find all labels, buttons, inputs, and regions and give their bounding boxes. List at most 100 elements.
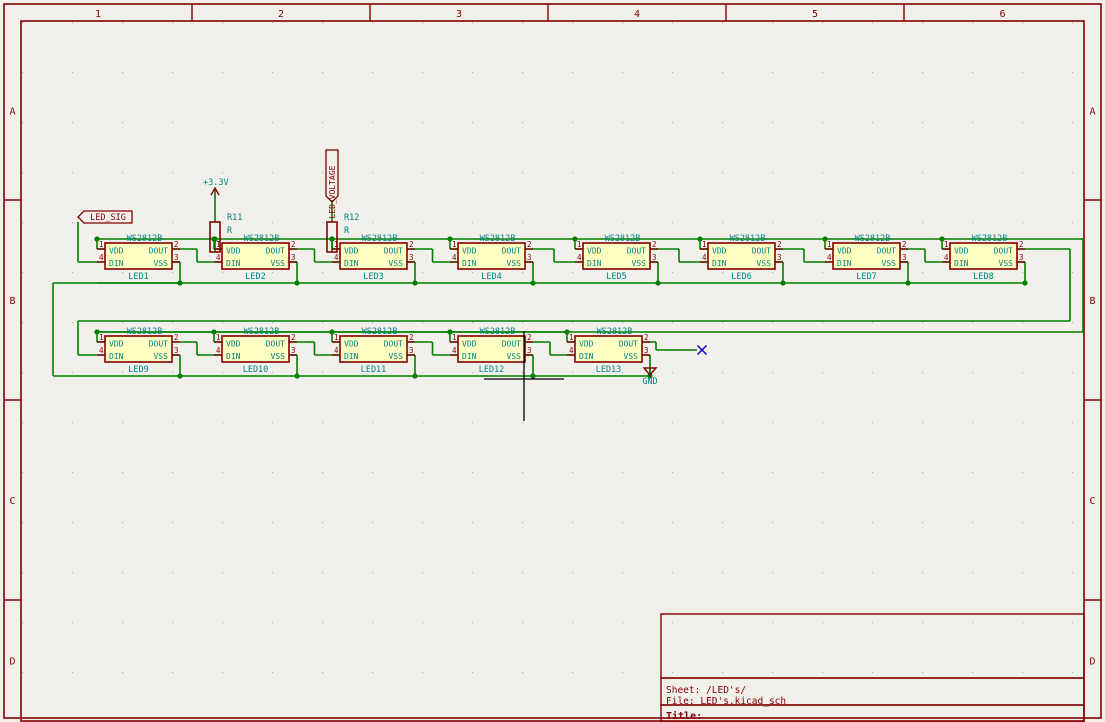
pin-number-2: 2 <box>777 240 782 249</box>
pin-number-2: 2 <box>291 240 296 249</box>
pin-number-1: 1 <box>577 240 582 249</box>
component-part-name: WS2812B <box>597 327 633 337</box>
power-symbol-gnd[interactable]: GND <box>642 367 658 387</box>
pin-name-vss: VSS <box>999 259 1014 268</box>
pin-number-4: 4 <box>569 346 574 355</box>
pin-number-3: 3 <box>409 253 414 262</box>
component-body[interactable] <box>949 242 1018 270</box>
component-part-name: WS2812B <box>127 234 163 244</box>
component-body[interactable] <box>339 242 408 270</box>
label-text-led-sig: LED_SIG <box>90 213 126 223</box>
component-body[interactable] <box>582 242 651 270</box>
component-body[interactable] <box>104 335 173 363</box>
pin-number-1: 1 <box>944 240 949 249</box>
pin-number-4: 4 <box>452 346 457 355</box>
frame-row-label: A <box>9 107 15 118</box>
component-reference: LED8 <box>973 272 993 282</box>
pin-name-dout: DOUT <box>502 247 521 256</box>
pin-name-dout: DOUT <box>149 247 168 256</box>
pin-name-vss: VSS <box>389 259 404 268</box>
component-part-name: WS2812B <box>127 327 163 337</box>
label-outline <box>325 149 339 203</box>
component-reference: LED12 <box>479 365 505 375</box>
pin-name-vdd: VDD <box>344 247 359 256</box>
resistor-reference: R11 <box>227 213 242 223</box>
pin-number-1: 1 <box>452 240 457 249</box>
power-label-gnd: GND <box>642 377 657 387</box>
component-reference: LED11 <box>361 365 387 375</box>
pin-name-din: DIN <box>226 259 241 268</box>
component-part-name: WS2812B <box>480 327 516 337</box>
pin-number-3: 3 <box>527 253 532 262</box>
pin-name-vdd: VDD <box>712 247 727 256</box>
pin-name-vss: VSS <box>757 259 772 268</box>
component-part-name: WS2812B <box>244 234 280 244</box>
component-body[interactable] <box>574 335 643 363</box>
title-title-field: Title: <box>666 710 702 722</box>
component-body[interactable] <box>707 242 776 270</box>
global-label-led-sig[interactable]: LED_SIG <box>77 210 133 224</box>
component-part-name: WS2812B <box>972 234 1008 244</box>
global-label-led-voltage[interactable]: LED_VOLTAGE <box>325 149 339 218</box>
pin-number-3: 3 <box>291 253 296 262</box>
pin-number-2: 2 <box>652 240 657 249</box>
frame-row-label: A <box>1089 107 1095 118</box>
component-part-name: WS2812B <box>362 234 398 244</box>
pin-number-3: 3 <box>527 346 532 355</box>
component-body[interactable] <box>832 242 901 270</box>
frame-row-label: C <box>1089 496 1095 507</box>
pin-name-dout: DOUT <box>384 247 403 256</box>
frame-row-label: C <box>9 496 15 507</box>
title-title-area <box>660 704 1085 722</box>
component-body[interactable] <box>457 335 526 363</box>
frame-row-label: B <box>9 296 15 307</box>
power-symbol-3v3[interactable]: +3.3V <box>203 178 229 196</box>
power-arrow-icon <box>210 186 220 196</box>
pin-name-vdd: VDD <box>579 340 594 349</box>
pin-name-din: DIN <box>837 259 852 268</box>
resistor-body[interactable] <box>209 221 221 253</box>
component-body[interactable] <box>221 242 290 270</box>
pin-number-4: 4 <box>452 253 457 262</box>
component-body[interactable] <box>339 335 408 363</box>
frame-col-label: 4 <box>634 9 640 20</box>
pin-number-4: 4 <box>216 346 221 355</box>
pin-name-dout: DOUT <box>384 340 403 349</box>
resistor-body[interactable] <box>326 221 338 253</box>
component-body[interactable] <box>457 242 526 270</box>
pin-name-dout: DOUT <box>619 340 638 349</box>
pin-name-din: DIN <box>109 352 124 361</box>
component-reference: LED6 <box>731 272 751 282</box>
component-reference: LED10 <box>243 365 269 375</box>
no-connect-marker[interactable] <box>697 345 707 355</box>
pin-number-2: 2 <box>527 333 532 342</box>
component-body[interactable] <box>104 242 173 270</box>
pin-name-din: DIN <box>226 352 241 361</box>
pin-name-dout: DOUT <box>627 247 646 256</box>
title-file-name: File: LED's.kicad_sch <box>666 696 786 707</box>
label-outline <box>77 210 133 224</box>
pin-number-4: 4 <box>99 346 104 355</box>
pin-number-4: 4 <box>99 253 104 262</box>
component-body[interactable] <box>221 335 290 363</box>
pin-name-dout: DOUT <box>752 247 771 256</box>
pin-name-vdd: VDD <box>109 247 124 256</box>
pin-name-vss: VSS <box>507 259 522 268</box>
